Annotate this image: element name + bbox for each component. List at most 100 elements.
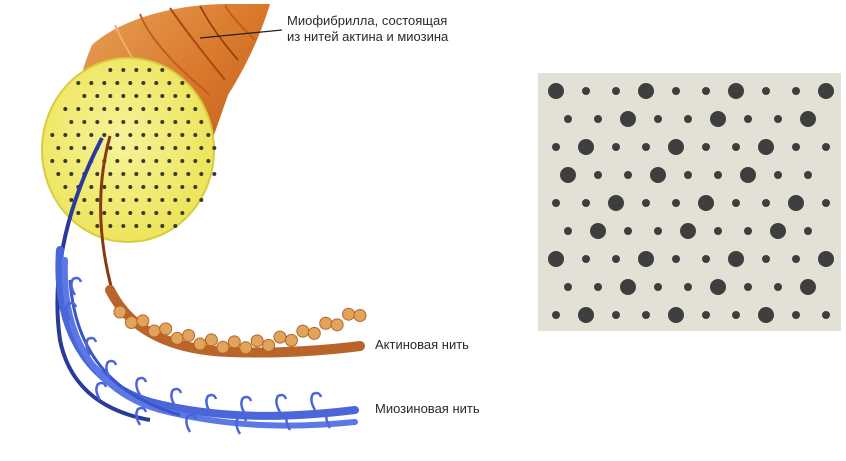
section-dot [134,68,138,72]
section-dot [115,185,119,189]
micrograph-dot [684,171,692,179]
micrograph-dot [774,171,782,179]
section-dot [95,224,99,228]
section-dot [167,107,171,111]
section-dot [199,198,203,202]
section-dot [76,107,80,111]
actin-bead [331,319,343,331]
section-dot [206,159,210,163]
section-dot [134,94,138,98]
actin-bead [148,325,160,337]
micrograph-dot [744,227,752,235]
section-dot [154,159,158,163]
section-dot [173,224,177,228]
actin-bead [354,310,366,322]
micrograph-dot [792,87,800,95]
actin-bead [228,336,240,348]
section-dot [167,133,171,137]
micrograph-dot [822,143,830,151]
section-dot [108,198,112,202]
section-dot [186,94,190,98]
section-dot [89,133,93,137]
section-dot [69,198,73,202]
section-dot [134,224,138,228]
micrograph-dot [578,307,594,323]
section-dot [128,81,132,85]
actin-bead [297,325,309,337]
section-dot [173,198,177,202]
micrograph-dot [612,311,620,319]
section-dot [102,133,106,137]
myosin-head [136,378,146,395]
micrograph-dot [624,171,632,179]
micrograph-dot [792,143,800,151]
micrograph-dot [822,311,830,319]
section-dot [102,107,106,111]
section-dot [76,81,80,85]
section-dot [128,133,132,137]
section-dot [121,172,125,176]
micrograph-dot [732,199,740,207]
micrograph-dot [668,307,684,323]
section-dot [147,68,151,72]
micrograph-dot [638,251,654,267]
section-dot [69,146,73,150]
micrograph-dot [672,199,680,207]
micrograph-dot [650,167,666,183]
section-dot [128,159,132,163]
section-dot [199,146,203,150]
micrograph-dot [770,223,786,239]
micrograph-dot [582,255,590,263]
micrograph-dot [804,227,812,235]
micrograph-dot [792,311,800,319]
micrograph-dot [774,283,782,291]
section-dot [147,94,151,98]
actin-bead [217,341,229,353]
micrograph-dot [672,255,680,263]
micrograph-dot [612,143,620,151]
section-dot [50,133,54,137]
section-dot [121,120,125,124]
section-dot [141,133,145,137]
actin-bead [274,331,286,343]
section-dot [115,211,119,215]
micrograph-dot [744,115,752,123]
micrograph-dot [684,283,692,291]
actin-bead [251,335,263,347]
section-dot [206,133,210,137]
section-dot [121,68,125,72]
actin-bead [171,332,183,344]
actin-bead [114,306,126,318]
micrograph-dot [762,199,770,207]
section-dot [167,185,171,189]
section-dot [82,94,86,98]
micrograph-dot [702,311,710,319]
micrograph-dot [762,255,770,263]
section-dot [199,172,203,176]
micrograph-dot [698,195,714,211]
section-dot [134,172,138,176]
micrograph-dot [702,143,710,151]
section-dot [193,107,197,111]
section-dot [147,146,151,150]
micrograph-dot [774,115,782,123]
section-dot [173,94,177,98]
micrograph-dot [582,199,590,207]
micrograph-dot [548,83,564,99]
micrograph-dot [564,227,572,235]
section-dot [82,120,86,124]
section-dot [160,198,164,202]
actin-bead [240,342,252,354]
myosin-head [96,383,106,400]
section-dot [82,198,86,202]
section-dot [186,198,190,202]
section-dot [199,120,203,124]
section-dot [56,172,60,176]
section-dot [154,107,158,111]
micrograph-dot [620,279,636,295]
section-dot [193,185,197,189]
section-dot [50,159,54,163]
section-dot [95,172,99,176]
micrograph-dot [564,115,572,123]
